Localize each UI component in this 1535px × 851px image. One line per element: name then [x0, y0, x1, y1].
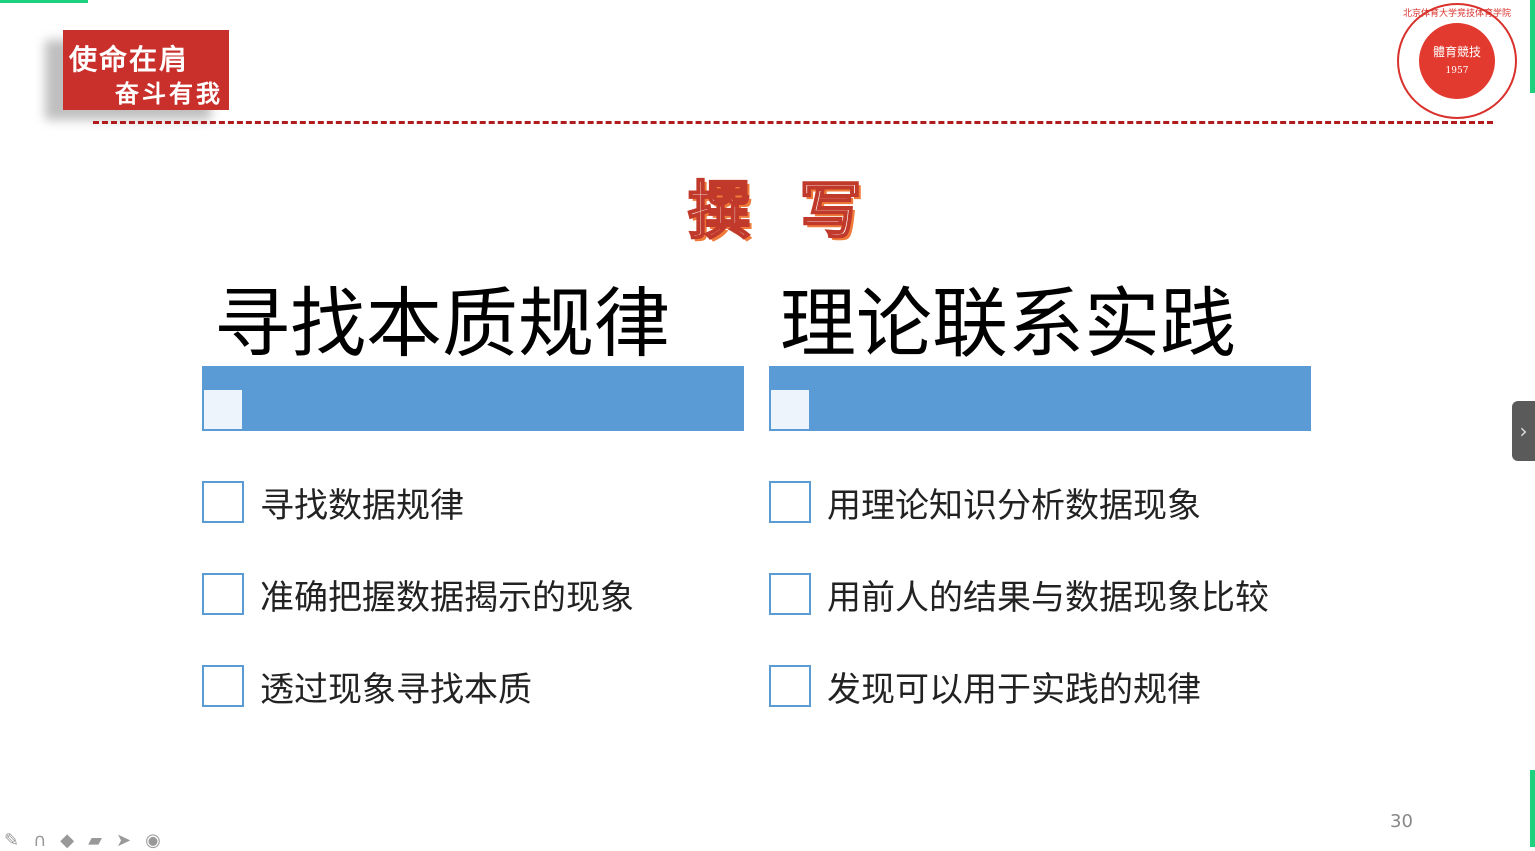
seal-ring-text: 北京体育大学竞技体育学院: [1402, 9, 1511, 19]
header-divider: [93, 121, 1493, 124]
item-text: 准确把握数据揭示的现象: [260, 577, 634, 618]
chevron-right-icon: ›: [1519, 419, 1528, 443]
column-heading-right: 理论联系实践: [780, 279, 1236, 368]
list-item: 透过现象寻找本质: [202, 665, 532, 710]
item-text: 透过现象寻找本质: [260, 669, 532, 710]
list-item: 用理论知识分析数据现象: [769, 481, 1201, 526]
seal-year: 1957: [1445, 66, 1469, 76]
record-icon[interactable]: ◉: [145, 830, 161, 851]
banner-line1: 使命在肩: [69, 43, 190, 76]
list-item: 发现可以用于实践的规律: [769, 665, 1201, 710]
list-item: 用前人的结果与数据现象比较: [769, 573, 1269, 618]
checkbox-icon: [202, 481, 244, 523]
item-text: 用前人的结果与数据现象比较: [827, 577, 1269, 618]
pen-icon[interactable]: ✎: [4, 830, 20, 851]
lasso-icon[interactable]: ∩: [33, 830, 47, 851]
logo-banner: 使命在肩 奋斗有我: [63, 30, 229, 110]
item-text: 发现可以用于实践的规律: [827, 669, 1201, 710]
list-item: 准确把握数据揭示的现象: [202, 573, 634, 618]
checkbox-icon: [202, 573, 244, 615]
column-bar-right: [769, 366, 1311, 431]
highlighter-icon[interactable]: ▰: [88, 830, 102, 851]
annotation-toolbar: ✎ ∩ ◆ ▰ ➤ ◉: [4, 830, 161, 851]
seal-center: 體育競技: [1432, 45, 1481, 59]
bar-square: [204, 390, 242, 429]
window-border-accent: [0, 0, 88, 3]
checkbox-icon: [769, 665, 811, 707]
checkbox-icon: [769, 573, 811, 615]
item-text: 寻找数据规律: [260, 485, 464, 526]
eraser-icon[interactable]: ◆: [60, 830, 75, 851]
list-item: 寻找数据规律: [202, 481, 464, 526]
window-border-accent: [1530, 0, 1535, 93]
column-bar-left: [202, 366, 744, 431]
page-number: 30: [1390, 811, 1413, 832]
pointer-icon[interactable]: ➤: [115, 830, 132, 851]
bar-square: [771, 390, 809, 429]
window-border-accent: [1530, 770, 1535, 847]
slide-title: 撰 写: [687, 173, 876, 248]
checkbox-icon: [769, 481, 811, 523]
item-text: 用理论知识分析数据现象: [827, 485, 1201, 526]
column-heading-left: 寻找本质规律: [214, 279, 670, 368]
checkbox-icon: [202, 665, 244, 707]
banner-line2: 奋斗有我: [115, 79, 223, 108]
university-seal-logo: 北京体育大学竞技体育学院 體育競技 1957: [1397, 3, 1517, 119]
next-slide-button[interactable]: ›: [1512, 401, 1535, 461]
